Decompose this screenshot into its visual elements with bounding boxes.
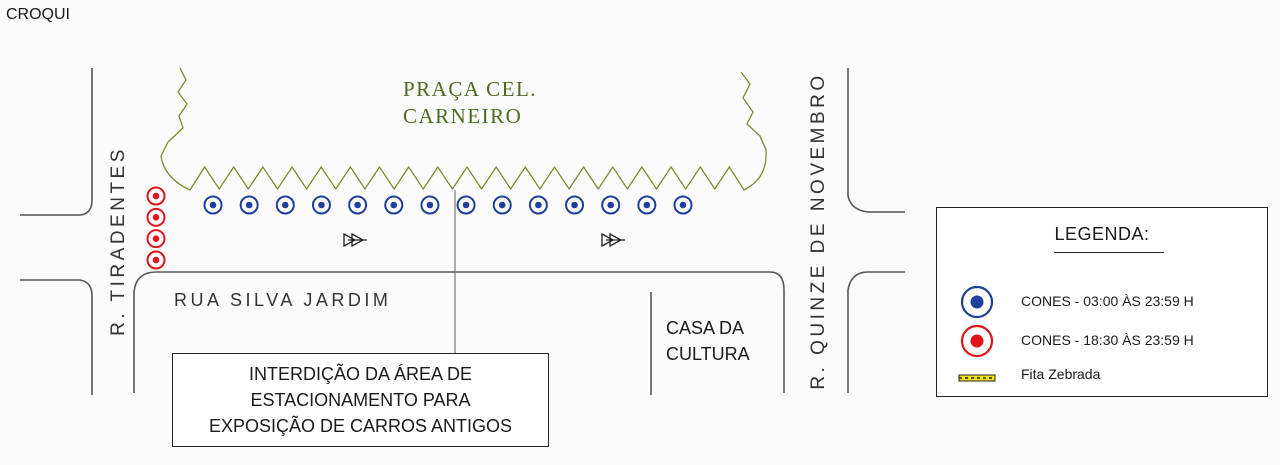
legend-item-blue-cones: CONES - 03:00 ÀS 23:59 H xyxy=(937,285,1267,319)
notice-text: INTERDIÇÃO DA ÁREA DE ESTACIONAMENTO PAR… xyxy=(208,364,513,436)
notice-box: INTERDIÇÃO DA ÁREA DE ESTACIONAMENTO PAR… xyxy=(172,353,549,447)
legend-item-zebra-tape: Fita Zebrada xyxy=(937,362,1267,396)
legend: LEGENDA: CONES - 03:00 ÀS 23:59 H CONES … xyxy=(936,207,1268,397)
street-edge xyxy=(133,271,785,393)
traffic-cone-marker xyxy=(275,195,295,215)
legend-label: CONES - 03:00 ÀS 23:59 H xyxy=(1021,293,1194,309)
blue-cone-icon xyxy=(960,285,994,319)
page-title: CROQUI xyxy=(6,6,70,23)
legend-title-underline xyxy=(1054,252,1164,253)
street-edge xyxy=(20,279,93,395)
traffic-arrow-icon xyxy=(601,232,625,248)
praca-label: PRAÇA CEL. CARNEIRO xyxy=(403,77,538,128)
zebra-tape-icon xyxy=(958,374,996,382)
traffic-cone-marker xyxy=(673,195,693,215)
traffic-cone-marker xyxy=(311,195,331,215)
red-cone-icon xyxy=(960,324,994,358)
legend-item-red-cones: CONES - 18:30 ÀS 23:59 H xyxy=(937,324,1267,358)
traffic-arrow-icon xyxy=(343,232,367,248)
street-edge xyxy=(847,68,905,213)
traffic-cone-marker xyxy=(528,195,548,215)
praca-outline xyxy=(160,67,767,191)
traffic-cone-marker xyxy=(146,229,166,249)
street-outlines xyxy=(20,68,905,395)
direction-arrows xyxy=(343,232,625,248)
street-label-r-tiradentes: R. TIRADENTES xyxy=(108,146,129,336)
legend-label: CONES - 18:30 ÀS 23:59 H xyxy=(1021,332,1194,348)
street-label-rua-silva-jardim: RUA SILVA JARDIM xyxy=(174,290,392,310)
traffic-cone-marker xyxy=(420,195,440,215)
traffic-cone-marker xyxy=(239,195,259,215)
traffic-cone-marker xyxy=(492,195,512,215)
praca-boundary xyxy=(160,67,767,191)
street-edge xyxy=(20,68,93,216)
traffic-cone-marker xyxy=(384,195,404,215)
red-cone-column xyxy=(146,186,166,270)
blue-cone-row xyxy=(203,195,693,215)
legend-title: LEGENDA: xyxy=(1054,224,1150,244)
traffic-cone-marker xyxy=(203,195,223,215)
traffic-cone-marker xyxy=(146,186,166,206)
traffic-cone-marker xyxy=(348,195,368,215)
traffic-cone-marker xyxy=(601,195,621,215)
legend-label: Fita Zebrada xyxy=(1021,366,1101,382)
traffic-cone-marker xyxy=(456,195,476,215)
street-label-r-quinze-de-novembro: R. QUINZE DE NOVEMBRO xyxy=(808,72,829,390)
building-label-casa-da-cultura: CASA DA CULTURA xyxy=(666,318,750,364)
street-edge xyxy=(847,271,905,393)
traffic-cone-marker xyxy=(637,195,657,215)
traffic-cone-marker xyxy=(565,195,585,215)
traffic-cone-marker xyxy=(146,250,166,270)
traffic-cone-marker xyxy=(146,207,166,227)
